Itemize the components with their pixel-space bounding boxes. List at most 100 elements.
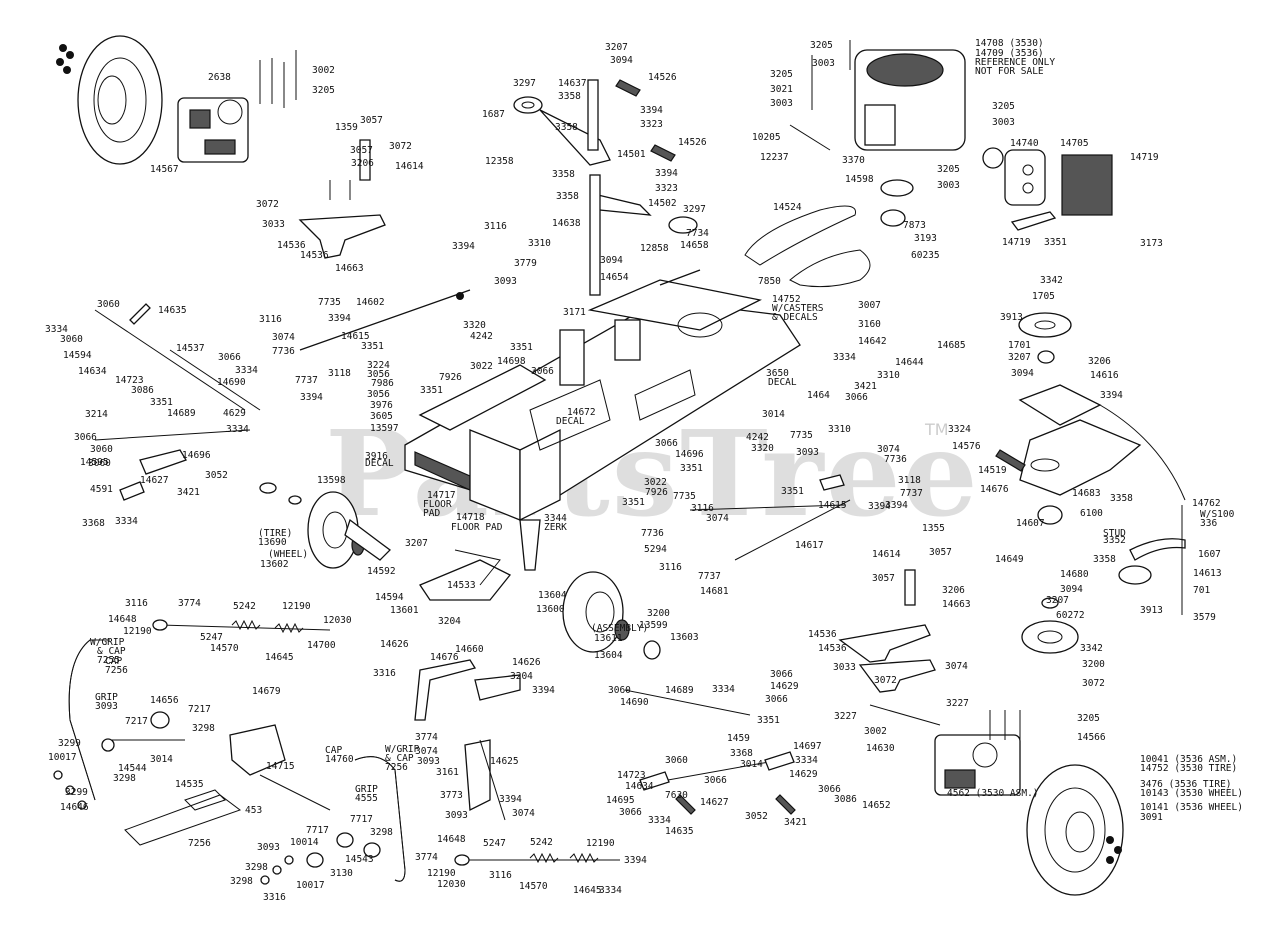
part-callout: 3116	[125, 598, 148, 609]
part-callout: 12190	[586, 838, 615, 849]
part-callout: 3093	[95, 701, 118, 712]
part-callout: 5242	[530, 837, 553, 848]
part-callout: 3342	[1080, 643, 1103, 654]
part-callout: 3394	[1100, 390, 1123, 401]
part-callout: 3074	[706, 513, 729, 524]
part-callout: 3344	[544, 513, 567, 524]
part-callout: 3351	[361, 341, 384, 352]
part-callout: 3368	[82, 518, 105, 529]
part-callout: 3227	[946, 698, 969, 709]
part-callout: 14690	[620, 697, 649, 708]
part-callout: 7734	[686, 228, 709, 239]
part-callout: 13601	[390, 605, 419, 616]
part-callout: 3014	[150, 754, 173, 765]
part-callout: 3066	[704, 775, 727, 786]
part-callout: 5247	[200, 632, 223, 643]
part-callout: 13602	[260, 559, 289, 570]
part-callout: 3358	[558, 91, 581, 102]
part-callout: 3066	[218, 352, 241, 363]
part-callout: 3352	[1103, 535, 1126, 546]
part-callout: 3116	[691, 503, 714, 514]
front-wheel-left	[259, 482, 391, 569]
part-callout: 1705	[1032, 291, 1055, 302]
part-callout: 13600	[536, 604, 565, 615]
part-callout: 3394	[624, 855, 647, 866]
part-callout: 12190	[123, 626, 152, 637]
watermark-trademark: TM	[924, 420, 949, 439]
part-callout: 3074	[272, 332, 295, 343]
part-callout: 3774	[178, 598, 201, 609]
part-callout: (ASSEMBLY)	[591, 623, 648, 634]
part-callout: 3351	[781, 486, 804, 497]
part-callout: GRIP	[95, 692, 118, 703]
part-callout: 3913	[1140, 605, 1163, 616]
part-callout: 3086	[131, 385, 154, 396]
part-callout: 3056	[367, 389, 390, 400]
part-callout: 14719	[1002, 237, 1031, 248]
part-callout: 3057	[360, 115, 383, 126]
part-callout: 3116	[484, 221, 507, 232]
part-callout: 14680	[1060, 569, 1089, 580]
rear-tire-right	[1026, 764, 1124, 896]
part-callout: 3358	[556, 191, 579, 202]
part-callout: 3206	[1088, 356, 1111, 367]
part-callout: 3334	[599, 885, 622, 896]
part-callout: 3774	[415, 852, 438, 863]
part-callout: 14567	[150, 164, 179, 175]
part-callout: 3060	[608, 685, 631, 696]
part-callout: 7736	[641, 528, 664, 539]
part-callout: 3091	[1140, 812, 1163, 823]
part-callout: 3200	[1082, 659, 1105, 670]
part-callout: 3205	[770, 69, 793, 80]
part-callout: 3310	[528, 238, 551, 249]
part-callout: 14689	[167, 408, 196, 419]
part-callout: 1701	[1008, 340, 1031, 351]
part-callout: 4555	[355, 793, 378, 804]
part-callout: 14570	[210, 643, 239, 654]
part-callout: 14689	[665, 685, 694, 696]
part-callout: 14752 (3530 TIRE)	[1140, 763, 1237, 774]
part-callout: 3130	[330, 868, 353, 879]
part-callout: 14544	[118, 763, 147, 774]
part-callout: 3916	[365, 451, 388, 462]
part-callout: 7986	[371, 378, 394, 389]
part-callout: GRIP	[355, 784, 378, 795]
part-callout: 14638	[552, 218, 581, 229]
part-callout: 3207	[605, 42, 628, 53]
part-callout: 3351	[420, 385, 443, 396]
part-callout: 13611	[594, 633, 623, 644]
part-callout: 3094	[600, 255, 623, 266]
part-callout: 3394	[868, 501, 891, 512]
part-callout: 3334	[795, 755, 818, 766]
part-callout: 5294	[644, 544, 667, 555]
part-callout: 7926	[645, 487, 668, 498]
part-callout: 3358	[555, 122, 578, 133]
part-callout: 3358	[552, 169, 575, 180]
part-callout: 3066	[765, 694, 788, 705]
part-callout: 3297	[513, 78, 536, 89]
part-callout: 3351	[150, 397, 173, 408]
part-callout: 4562 (3530 ASM.)	[947, 788, 1039, 799]
part-callout: 14752	[772, 294, 801, 305]
part-callout: 3060	[60, 334, 83, 345]
part-callout: 3334	[712, 684, 735, 695]
muffler-and-guard	[982, 147, 1113, 231]
part-callout: 3066	[531, 366, 554, 377]
part-callout: 14626	[512, 657, 541, 668]
brake-bracket-right	[838, 569, 936, 693]
part-callout: 13599	[639, 620, 668, 631]
part-callout: 3298	[113, 773, 136, 784]
part-callout: 3116	[659, 562, 682, 573]
part-callout: 336	[1200, 518, 1217, 529]
part-callout: (WHEEL)	[268, 549, 308, 560]
part-callout: 3066	[74, 432, 97, 443]
part-callout: 3022	[644, 477, 667, 488]
part-callout: 14648	[108, 614, 137, 625]
part-callout: 14566	[1077, 732, 1106, 743]
part-callout: 14592	[367, 566, 396, 577]
part-callout: 3060	[665, 755, 688, 766]
part-callout: 3368	[730, 748, 753, 759]
part-callout: 14536	[808, 629, 837, 640]
part-callout: & CAP	[385, 753, 414, 764]
